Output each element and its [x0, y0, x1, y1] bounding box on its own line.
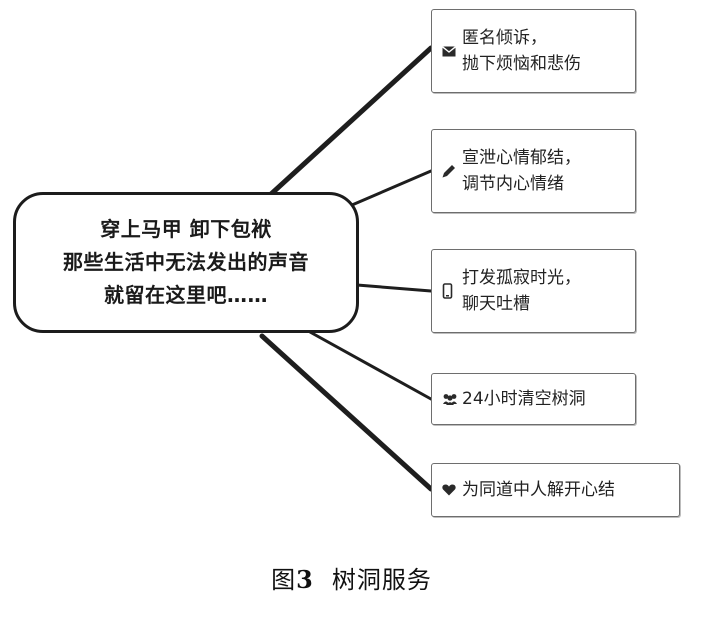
connector-line-4: [308, 330, 433, 401]
phone-icon: [442, 283, 462, 299]
pencil-icon: [442, 164, 462, 178]
figure-caption-number: 3: [296, 565, 314, 594]
branch-vent-emotions: 宣泄心情郁结， 调节内心情绪: [431, 129, 636, 213]
branch-anonymous-confide: 匿名倾诉， 抛下烦恼和悲伤: [431, 9, 636, 93]
branch-untie-knots-line-1: 为同道中人解开心结: [462, 480, 615, 500]
branch-untie-knots: 为同道中人解开心结: [431, 463, 680, 517]
figure-caption-title: 树洞服务: [331, 566, 432, 594]
branch-pass-time-chat: 打发孤寂时光， 聊天吐槽: [431, 249, 636, 333]
connector-line-1: [267, 45, 434, 198]
branch-anonymous-confide-line-1: 匿名倾诉，: [462, 28, 547, 48]
branch-pass-time-chat-line-2: 聊天吐槽: [462, 294, 530, 314]
figure-caption-label: 图: [271, 566, 297, 594]
central-topic-line-3: 就留在这里吧……: [104, 283, 268, 307]
central-topic-line-1: 穿上马甲 卸下包袱: [100, 217, 272, 241]
connector-line-3: [355, 283, 433, 293]
branch-pass-time-chat-line-1: 打发孤寂时光，: [462, 268, 581, 288]
central-topic-line-2: 那些生活中无法发出的声音: [63, 250, 309, 274]
heart-icon: [442, 484, 462, 496]
branch-24h-tree-hole-line-1: 24小时清空树洞: [462, 389, 586, 409]
connector-line-5: [259, 333, 434, 492]
envelope-icon: [442, 45, 462, 57]
figure-caption: 图3 树洞服务: [0, 560, 703, 595]
connector-line-2: [343, 169, 433, 210]
branch-vent-emotions-line-2: 调节内心情绪: [462, 174, 564, 194]
central-topic: 穿上马甲 卸下包袱 那些生活中无法发出的声音 就留在这里吧……: [13, 192, 359, 333]
branch-vent-emotions-line-1: 宣泄心情郁结，: [462, 148, 581, 168]
branch-anonymous-confide-line-2: 抛下烦恼和悲伤: [462, 54, 581, 74]
branch-24h-tree-hole: 24小时清空树洞: [431, 373, 636, 425]
group-icon: [442, 393, 462, 405]
